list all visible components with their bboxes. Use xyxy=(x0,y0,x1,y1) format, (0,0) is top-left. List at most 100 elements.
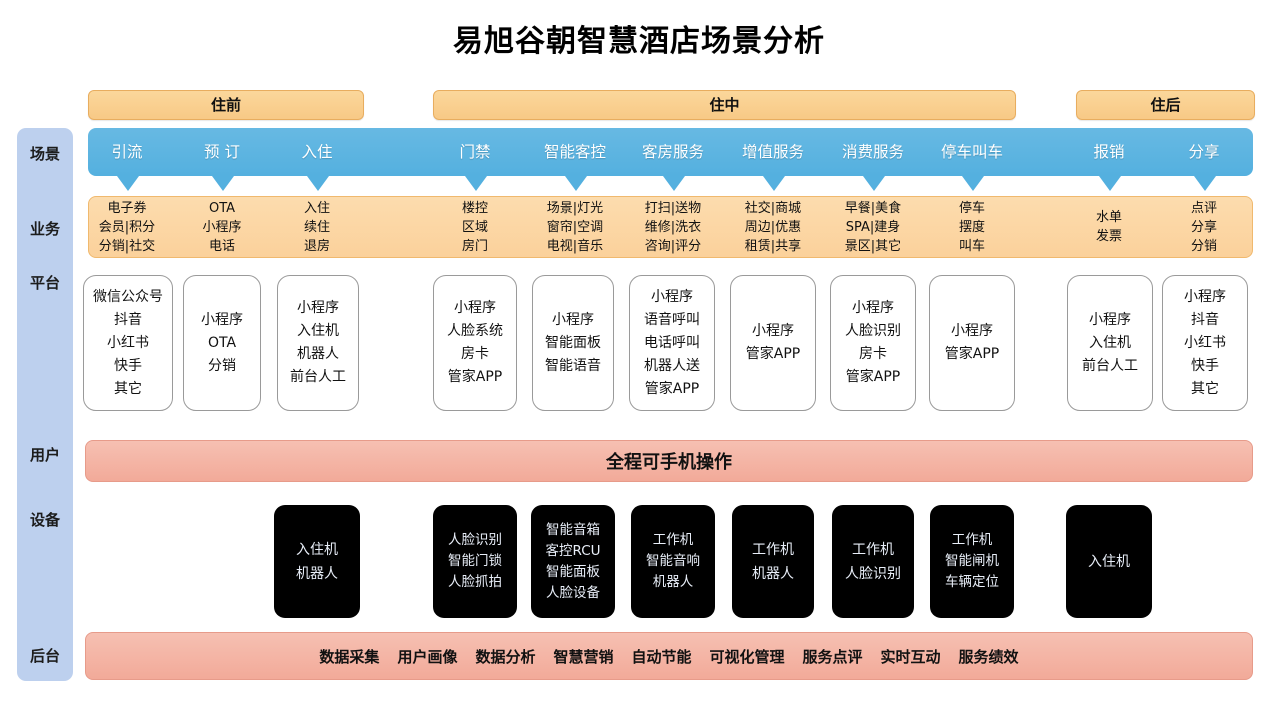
device-box-0-line: 入住机 xyxy=(296,541,338,558)
platform-box-10-line: 其它 xyxy=(1191,380,1219,397)
row-label-rail xyxy=(17,128,73,681)
platform-box-0-line: 其它 xyxy=(114,380,142,397)
business-item-10-line: 分享 xyxy=(1190,219,1217,235)
backend-item-2[interactable]: 数据分析 xyxy=(475,647,536,666)
stage-header-1[interactable]: 住中 xyxy=(433,90,1016,120)
platform-box-1-line: 小程序 xyxy=(201,311,243,328)
platform-box-4-line: 智能语音 xyxy=(545,357,601,374)
platform-box-5-line: 管家APP xyxy=(644,380,700,397)
business-item-10-line: 点评 xyxy=(1190,200,1217,216)
platform-box-0-line: 快手 xyxy=(114,357,142,374)
business-item-6-line: 租赁|共享 xyxy=(744,238,802,254)
business-item-6[interactable]: 社交|商城周边|优惠租赁|共享 xyxy=(726,198,820,256)
device-box-1[interactable]: 人脸识别智能门锁人脸抓拍 xyxy=(433,505,517,618)
device-box-5[interactable]: 工作机人脸识别 xyxy=(832,505,914,618)
scene-arrow-7 xyxy=(863,176,885,191)
scene-item-2[interactable]: 入住 xyxy=(301,143,333,161)
business-item-5-line: 咨询|评分 xyxy=(644,238,702,254)
scene-item-4[interactable]: 智能客控 xyxy=(543,143,606,161)
business-item-8-line: 叫车 xyxy=(958,238,985,254)
device-box-4[interactable]: 工作机机器人 xyxy=(732,505,814,618)
scene-item-0[interactable]: 引流 xyxy=(111,143,143,161)
device-box-3-line: 工作机 xyxy=(652,532,694,548)
platform-box-10[interactable]: 小程序抖音小红书快手其它 xyxy=(1162,275,1248,411)
device-box-1-line: 智能门锁 xyxy=(448,553,502,569)
backend-item-5[interactable]: 可视化管理 xyxy=(709,647,785,666)
backend-item-0[interactable]: 数据采集 xyxy=(319,647,380,666)
business-item-5-line: 打扫|送物 xyxy=(644,200,702,216)
platform-box-5-line: 小程序 xyxy=(651,288,693,305)
platform-box-8-line: 管家APP xyxy=(944,346,1000,362)
platform-box-1[interactable]: 小程序 OTA 分销 xyxy=(183,275,261,411)
business-item-10-line: 分销 xyxy=(1190,238,1217,254)
business-item-5-line: 维修|洗衣 xyxy=(644,219,702,235)
platform-box-1-line: 分销 xyxy=(208,357,236,374)
platform-box-5-line: 电话呼叫 xyxy=(644,334,700,351)
scene-item-9[interactable]: 报销 xyxy=(1093,143,1125,161)
platform-box-7-line: 房卡 xyxy=(859,346,887,362)
user-row-label: 全程可手机操作 xyxy=(606,452,732,473)
business-item-2[interactable]: 入住续住退房 xyxy=(278,198,356,256)
device-box-3[interactable]: 工作机智能音响机器人 xyxy=(631,505,715,618)
device-box-6[interactable]: 工作机智能闸机车辆定位 xyxy=(930,505,1014,618)
platform-box-4-line: 小程序 xyxy=(552,311,594,328)
scene-item-8[interactable]: 停车叫车 xyxy=(940,143,1003,161)
device-box-0[interactable]: 入住机机器人 xyxy=(274,505,360,618)
scene-item-5[interactable]: 客房服务 xyxy=(641,143,704,161)
backend-item-8[interactable]: 服务绩效 xyxy=(958,647,1019,666)
business-item-5[interactable]: 打扫|送物维修|洗衣咨询|评分 xyxy=(626,198,720,256)
stage-header-0[interactable]: 住前 xyxy=(88,90,364,120)
device-box-3-line: 智能音响 xyxy=(646,553,700,569)
platform-box-10-line: 小程序 xyxy=(1184,288,1226,305)
device-box-7[interactable]: 入住机 xyxy=(1066,505,1152,618)
platform-box-0[interactable]: 微信公众号抖音小红书快手其它 xyxy=(83,275,173,411)
scene-item-10[interactable]: 分享 xyxy=(1188,143,1220,161)
platform-box-9[interactable]: 小程序入住机前台人工 xyxy=(1067,275,1153,411)
device-box-5-line: 人脸识别 xyxy=(845,565,901,582)
platform-box-5-line: 机器人送 xyxy=(644,357,700,374)
platform-box-5-line: 语音呼叫 xyxy=(644,311,700,328)
device-box-1-line: 人脸识别 xyxy=(448,532,502,548)
business-item-7-line: 景区|其它 xyxy=(844,238,902,254)
platform-box-0-line: 小红书 xyxy=(107,334,149,351)
scene-item-7[interactable]: 消费服务 xyxy=(841,143,904,161)
backend-item-7[interactable]: 实时互动 xyxy=(880,647,941,666)
platform-box-3-line: 小程序 xyxy=(454,300,496,316)
backend-item-6[interactable]: 服务点评 xyxy=(802,647,863,666)
platform-box-9-line: 小程序 xyxy=(1089,311,1131,328)
scene-arrow-10 xyxy=(1194,176,1216,191)
business-item-9[interactable]: 水单发票 xyxy=(1070,198,1148,256)
platform-box-3[interactable]: 小程序人脸系统房卡管家APP xyxy=(433,275,517,411)
platform-box-6[interactable]: 小程序管家APP xyxy=(730,275,816,411)
business-item-8[interactable]: 停车摆度叫车 xyxy=(927,198,1017,256)
platform-box-5[interactable]: 小程序语音呼叫电话呼叫机器人送管家APP xyxy=(629,275,715,411)
business-item-10[interactable]: 点评分享分销 xyxy=(1165,198,1243,256)
platform-box-10-line: 快手 xyxy=(1191,357,1219,374)
platform-box-6-line: 管家APP xyxy=(745,346,801,362)
platform-box-7-line: 管家APP xyxy=(845,369,901,385)
business-item-4-line: 电视|音乐 xyxy=(546,238,604,254)
scene-item-3[interactable]: 门禁 xyxy=(459,143,491,161)
backend-item-1[interactable]: 用户画像 xyxy=(397,647,458,666)
business-item-7-line: SPA|建身 xyxy=(845,219,901,235)
backend-item-3[interactable]: 智慧营销 xyxy=(553,647,614,666)
platform-box-4[interactable]: 小程序智能面板智能语音 xyxy=(532,275,614,411)
platform-box-2[interactable]: 小程序入住机机器人前台人工 xyxy=(277,275,359,411)
platform-box-8-line: 小程序 xyxy=(951,323,993,339)
scene-item-6[interactable]: 增值服务 xyxy=(741,143,804,161)
platform-box-7[interactable]: 小程序人脸识别房卡管家APP xyxy=(830,275,916,411)
business-item-4[interactable]: 场景|灯光窗帘|空调电视|音乐 xyxy=(528,198,622,256)
business-item-6-line: 社交|商城 xyxy=(744,200,802,216)
business-item-0[interactable]: 电子券会员|积分分销|社交 xyxy=(88,198,166,256)
row-label-0: 场景 xyxy=(29,145,60,163)
stage-header-2[interactable]: 住后 xyxy=(1076,90,1255,120)
platform-box-3-line: 管家APP xyxy=(447,369,503,385)
scene-item-1[interactable]: 预 订 xyxy=(204,143,240,161)
backend-item-4[interactable]: 自动节能 xyxy=(631,647,692,666)
platform-box-8[interactable]: 小程序管家APP xyxy=(929,275,1015,411)
business-item-3[interactable]: 楼控区域房门 xyxy=(436,198,514,256)
platform-box-1-line: OTA xyxy=(207,334,237,351)
